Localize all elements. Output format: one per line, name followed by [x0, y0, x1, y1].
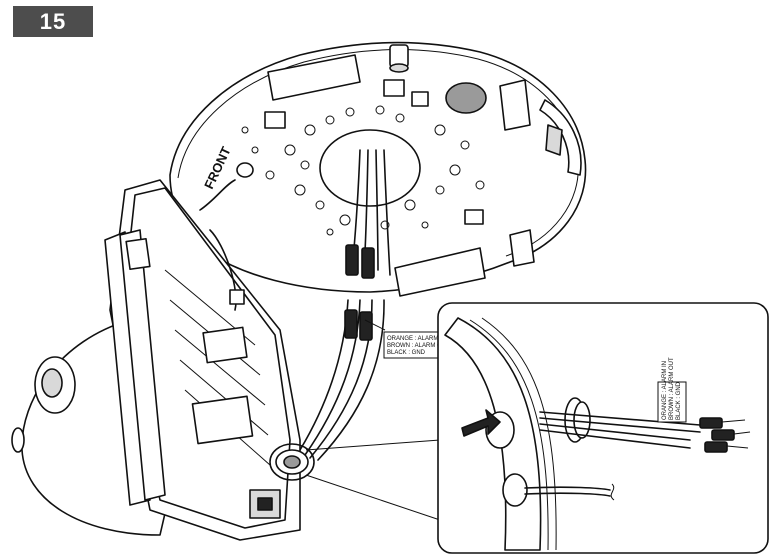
cable-tag-line-brown: BROWN : ALARM OUT: [387, 343, 450, 349]
inset-cable-tag: ORANGE : ALARM IN BROWN : ALARM OUT BLAC…: [657, 357, 687, 423]
inset-tag-line-black: BLACK : GND: [676, 381, 682, 420]
detail-inset: ORANGE : ALARM IN BROWN : ALARM OUT BLAC…: [437, 302, 769, 554]
step-number: 15: [39, 8, 67, 34]
step-number-badge: 15: [13, 6, 93, 37]
mounting-plate: FRONT: [169, 41, 587, 297]
cable-tag-line-black: BLACK : GND: [387, 350, 426, 356]
inset-tag-line-orange: ORANGE : ALARM IN: [662, 361, 668, 420]
cable-entry-highlight: [269, 443, 315, 481]
cable-harness: [299, 149, 391, 461]
cable-tag-line-orange: ORANGE : ALARM IN: [387, 336, 446, 342]
camera-body: [11, 179, 309, 541]
inset-tag-line-brown: BROWN : ALARM OUT: [669, 357, 675, 420]
